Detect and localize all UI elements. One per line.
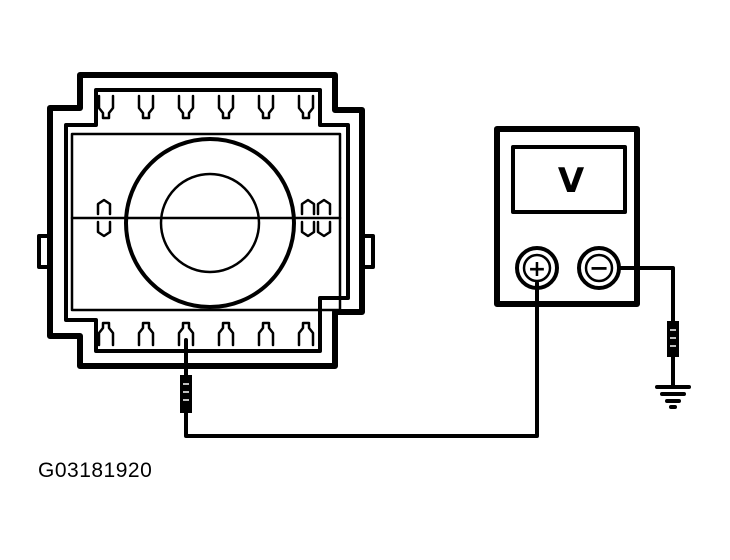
connector-inner-ring [159,172,261,274]
voltmeter-display [511,145,627,214]
bottom-pin-row [97,321,315,347]
figure-id-label: G03181920 [38,459,153,482]
connector-icon [37,72,375,369]
positive-terminal [515,246,559,290]
bottom-pin-6 [297,321,315,347]
side-pins [96,198,332,238]
probe-icon [180,338,192,434]
top-pin-5 [257,94,275,120]
connector-outer-ring [124,137,296,309]
top-pin-4 [217,94,235,120]
positive-lead-wire [184,281,539,438]
right-tab [360,234,375,269]
negative-lead-wire [617,266,675,324]
bottom-pin-4 [217,321,235,347]
negative-terminal-label: − [589,254,609,282]
top-pin-3 [177,94,195,120]
top-pin-2 [137,94,155,120]
left-tab [37,234,52,269]
positive-terminal-label: + [528,257,546,282]
top-pin-6 [297,94,315,120]
voltmeter-icon: V + − [494,126,640,307]
bottom-pin-5 [257,321,275,347]
ground-probe-icon [667,321,679,388]
top-pin-row [97,94,315,120]
bottom-pin-3 [177,321,195,347]
top-pin-1 [97,94,115,120]
bottom-pin-1 [97,321,115,347]
voltmeter-body [494,126,640,307]
bottom-pin-2 [137,321,155,347]
voltmeter-display-label: V [558,161,585,201]
ground-icon [655,385,691,409]
